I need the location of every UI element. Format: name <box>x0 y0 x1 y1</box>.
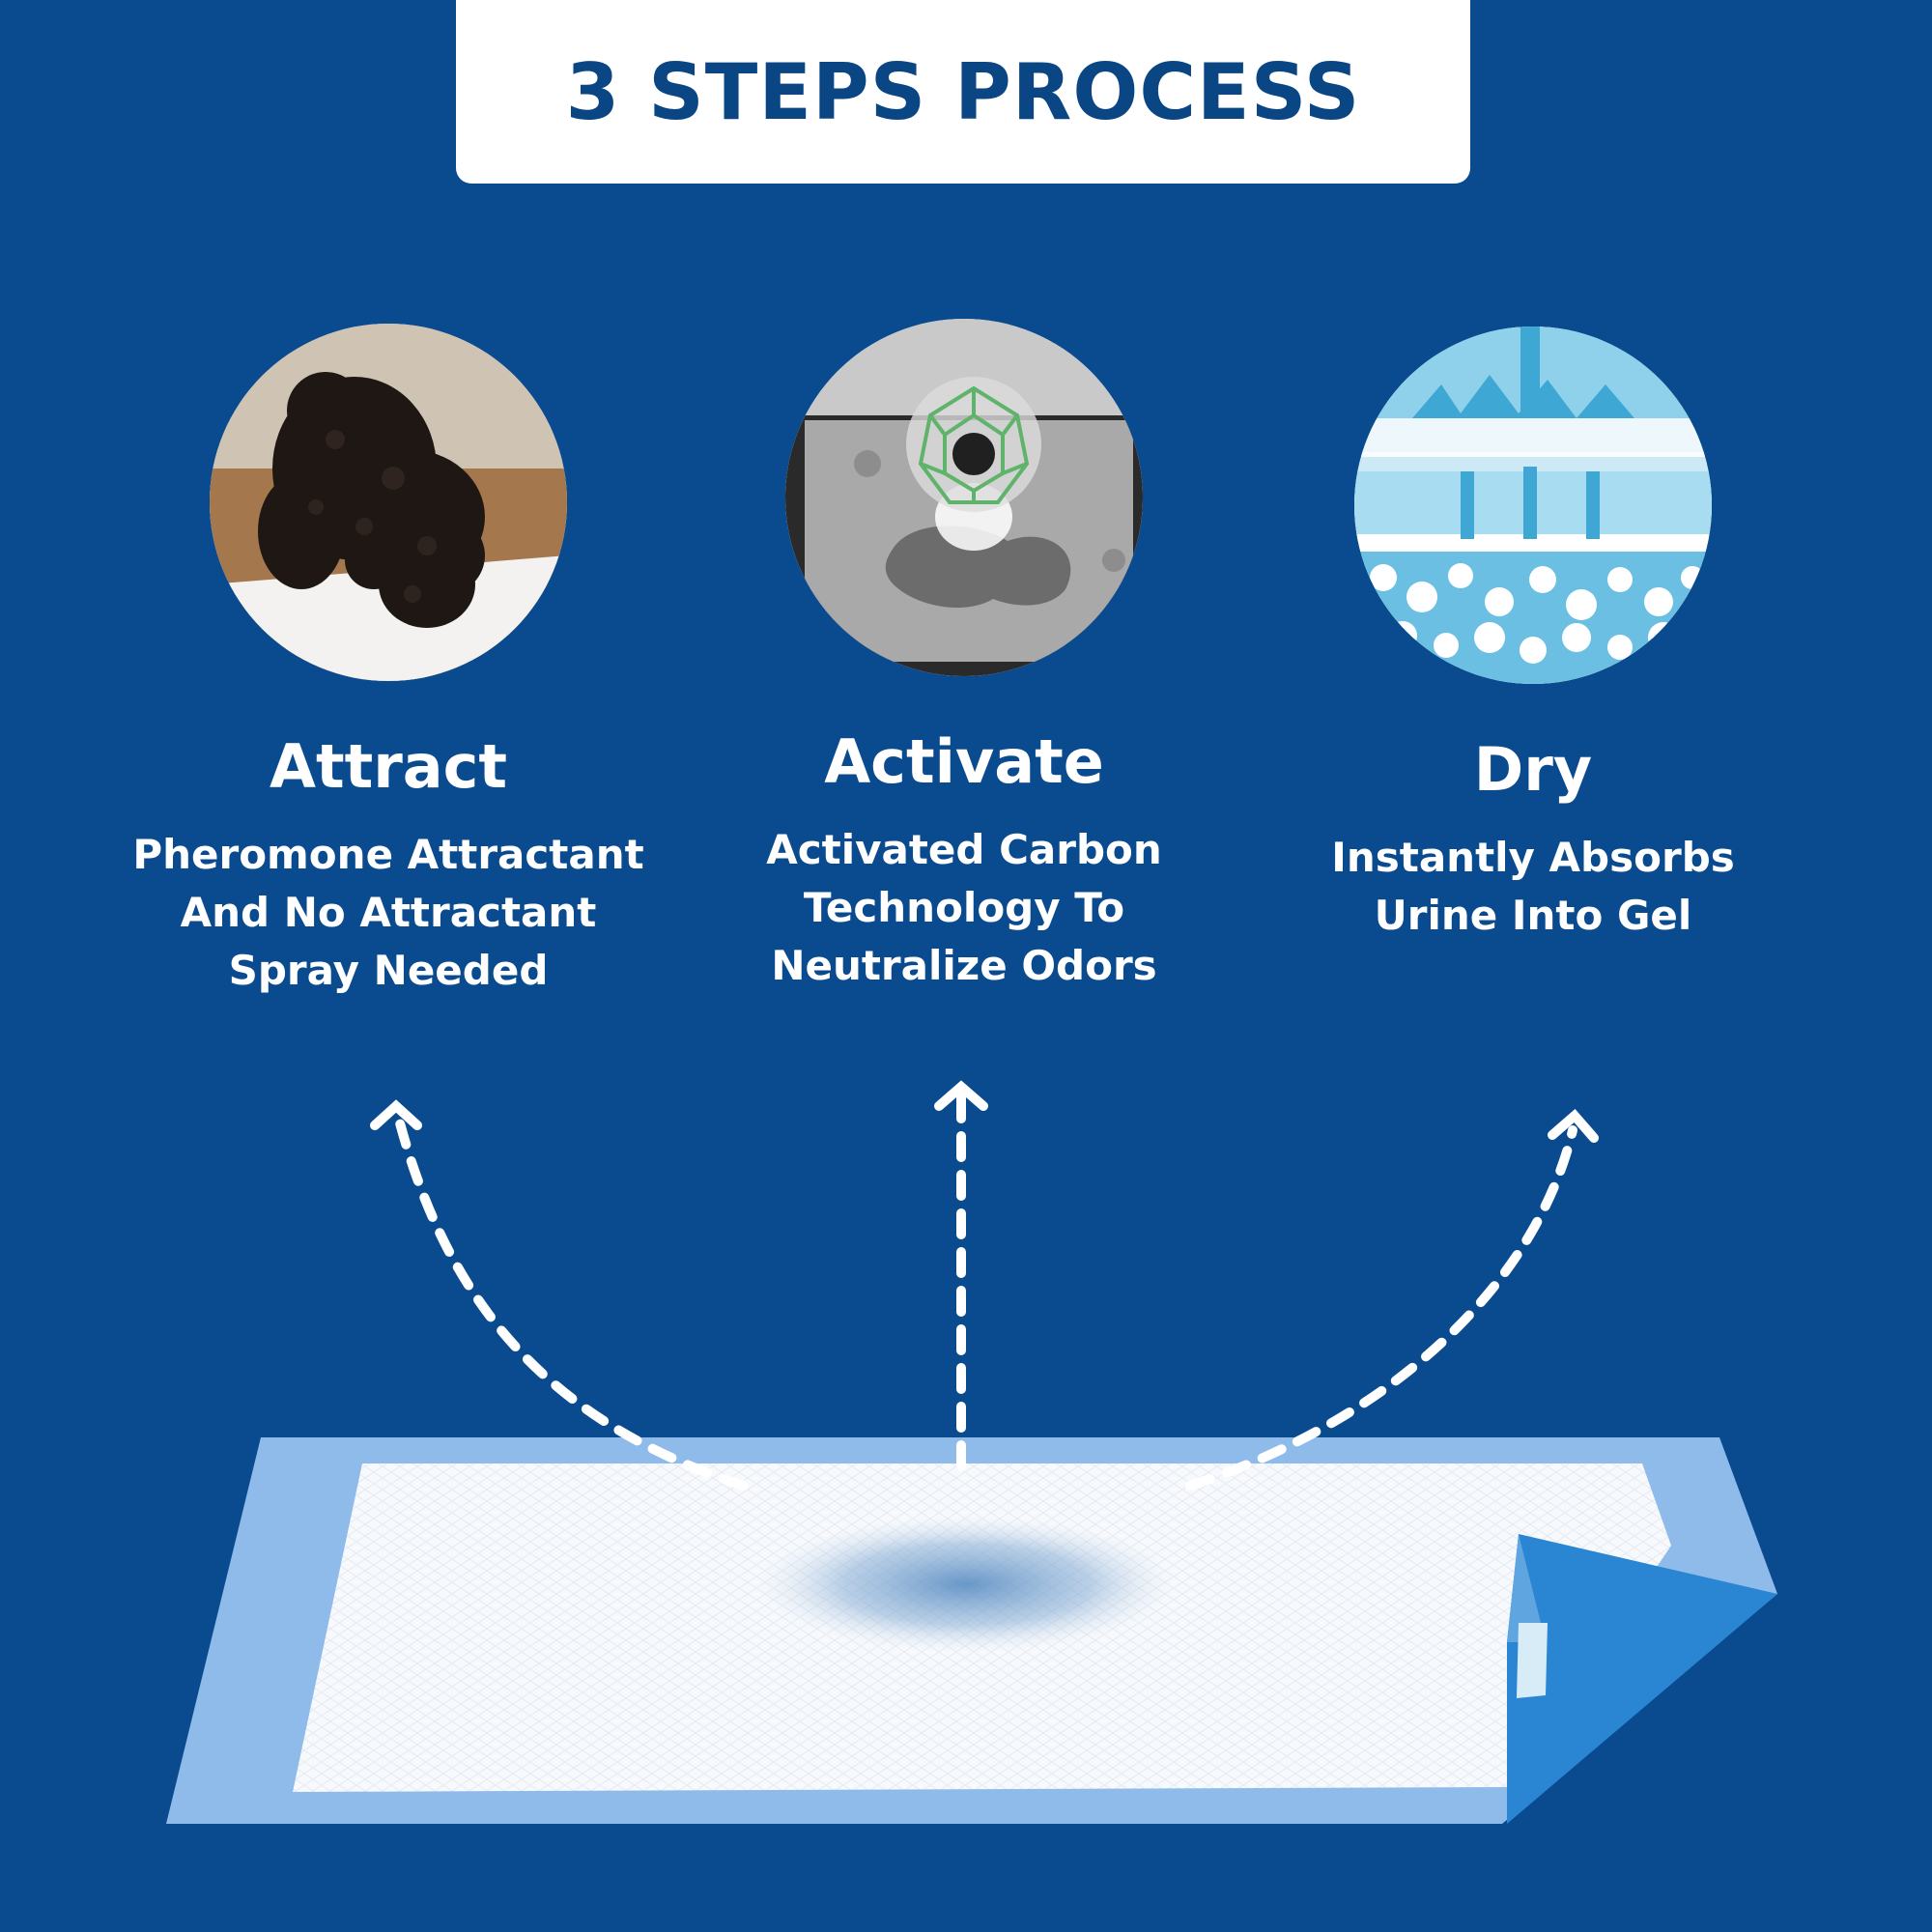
step-activate: Activate Activated Carbon Technology To … <box>674 319 1254 995</box>
step-desc-dry: Instantly Absorbs Urine Into Gel <box>1243 829 1823 945</box>
desc-line: Spray Needed <box>228 947 549 994</box>
desc-line: Instantly Absorbs <box>1331 834 1735 881</box>
arrow-head-right-icon <box>1548 1108 1599 1143</box>
dashed-arrow-left <box>393 1111 749 1491</box>
arrow-head-left-icon <box>370 1099 422 1130</box>
dashed-arrow-right <box>1185 1125 1577 1491</box>
step-attract: Attract Pheromone Attractant And No Attr… <box>99 324 678 1000</box>
step-title-dry: Dry <box>1473 734 1593 805</box>
desc-line: Activated Carbon <box>766 826 1162 873</box>
desc-line: Neutralize Odors <box>771 942 1157 989</box>
pad-flap <box>1507 1534 1777 1824</box>
gel-absorption-layers-illustration <box>1354 327 1712 684</box>
adhesive-strip <box>1517 1623 1548 1698</box>
carbon-molecule-illustration <box>785 319 1143 676</box>
step-desc-attract: Pheromone Attractant And No Attractant S… <box>99 826 678 1000</box>
step-dry: Dry Instantly Absorbs Urine Into Gel <box>1243 327 1823 945</box>
page-title: 3 STEPS PROCESS <box>565 46 1361 137</box>
desc-line: And No Attractant <box>180 889 597 936</box>
desc-line: Technology To <box>803 884 1125 931</box>
header-banner: 3 STEPS PROCESS <box>456 0 1470 184</box>
wet-spot <box>758 1517 1174 1652</box>
desc-line: Pheromone Attractant <box>132 831 644 878</box>
step-title-attract: Attract <box>269 731 508 802</box>
arrow-head-center-icon <box>934 1080 988 1111</box>
step-desc-activate: Activated Carbon Technology To Neutraliz… <box>674 821 1254 995</box>
step-title-activate: Activate <box>824 726 1104 797</box>
desc-line: Urine Into Gel <box>1374 892 1692 939</box>
